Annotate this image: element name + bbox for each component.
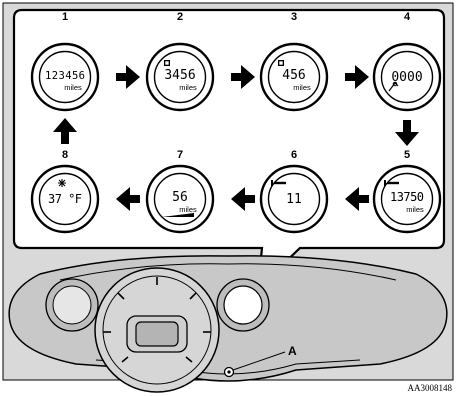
center-display-screen [135,321,179,347]
display-screen [38,50,92,104]
wrench-icon [271,180,286,186]
cluster-top-hood [59,263,397,281]
display-8: 8 37 °F [30,149,100,234]
trip-b-icon [278,60,284,66]
display-screen [380,50,434,104]
display-unit: miles [406,205,424,214]
display-screen [153,172,207,226]
display-value: 456 [282,68,305,83]
arrow-right-2-3 [231,65,255,89]
speedometer-inner-ring [102,275,212,385]
arrow-right-3-4 [345,65,369,89]
display-4: 4 0000 [372,11,442,112]
display-value: 13750 [390,190,424,204]
step-number: 6 [291,149,297,161]
step-number: 2 [177,11,183,23]
fuel-consumption-icon [388,81,399,92]
callout-a: A [232,344,297,371]
speedometer-tick [189,292,197,300]
display-value: 123456 [45,70,85,82]
arrow-up-8-1 [53,118,77,144]
display-unit: miles [293,83,311,92]
instrument-cluster [8,255,448,393]
display-value: 56 [172,190,188,205]
trip-a-icon [164,60,170,66]
right-gauge-inner [223,285,263,325]
reset-button-a-center [227,370,231,374]
arrow-left-6-7 [231,187,255,211]
display-unit: miles [179,83,197,92]
arrow-down-4-5 [395,120,419,146]
display-screen [267,172,321,226]
step-number: 4 [404,11,411,23]
flow-arrows [53,65,419,211]
speedometer-tick [117,292,125,300]
step-number: 1 [62,11,68,23]
display-unit: miles [64,83,82,92]
speedometer-tick [121,356,129,363]
figure-reference-code: AA3008148 [408,383,453,393]
callout-a-label: A [288,344,297,358]
step-number: 3 [291,11,297,23]
left-gauge-inner [52,285,92,325]
display-6: 6 11 [259,149,329,234]
step-number: 5 [404,149,410,161]
snowflake-icon [58,179,66,187]
step-number: 8 [62,149,68,161]
display-value: 0000 [391,70,422,85]
display-value: 11 [286,192,302,207]
display-value: 37 °F [48,192,82,206]
range-bar-icon [162,213,194,217]
speedometer-ticks [103,277,211,363]
speedometer-tick [185,356,193,363]
display-screen [380,172,434,226]
wrench-icon [384,180,399,186]
arrow-left-5-6 [345,187,369,211]
display-value: 3456 [164,68,195,83]
arrow-right-1-2 [116,65,140,89]
callout-a-leader [232,351,286,371]
step-number: 7 [177,149,183,161]
display-unit: miles [179,205,197,214]
arrow-left-7-8 [116,187,140,211]
display-screen [38,172,92,226]
